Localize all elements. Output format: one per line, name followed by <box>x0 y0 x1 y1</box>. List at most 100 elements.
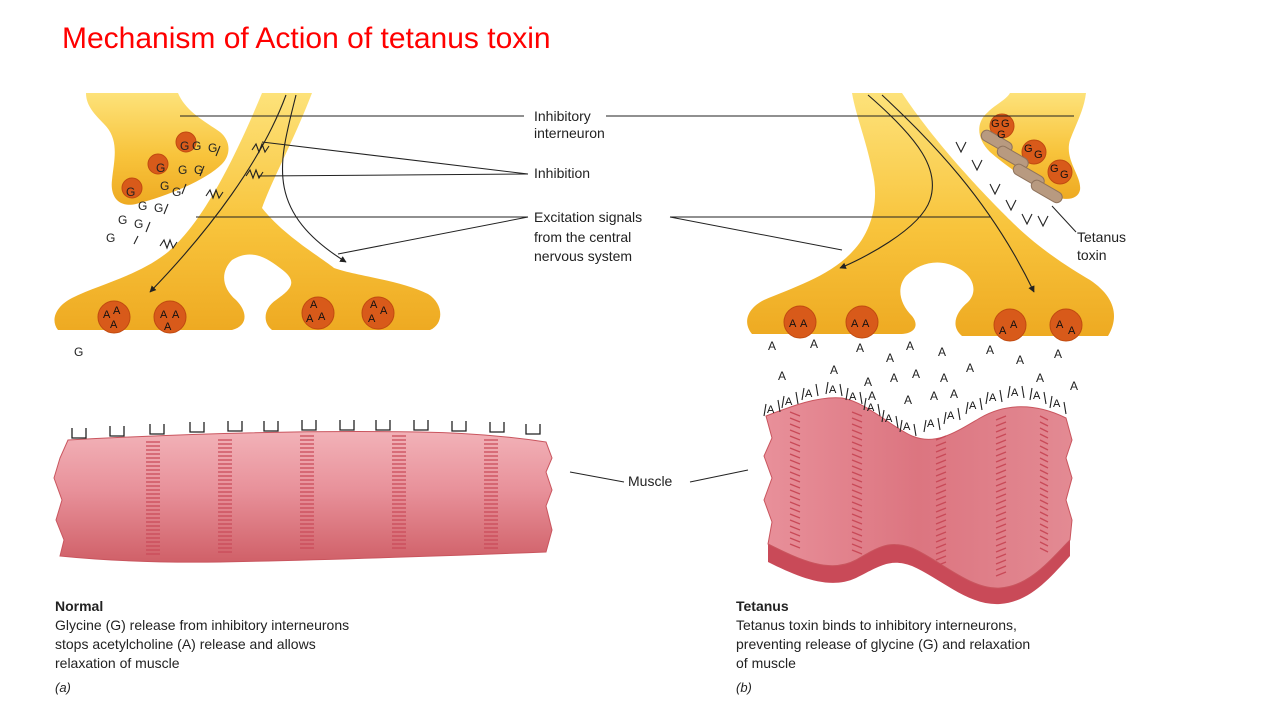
acetylcholine-symbol: A <box>890 371 898 385</box>
caption-a-line2: stops acetylcholine (A) release and allo… <box>55 636 316 652</box>
acetylcholine-symbol: A <box>164 321 172 333</box>
acetylcholine-vesicle <box>361 296 395 330</box>
acetylcholine-symbol: A <box>318 311 326 323</box>
acetylcholine-symbol: A <box>113 305 121 317</box>
caption-a-heading: Normal <box>55 598 103 614</box>
glycine-symbol: G <box>194 163 203 177</box>
glycine-receptor-marks <box>133 145 221 245</box>
acetylcholine-symbol: A <box>1056 319 1064 331</box>
glycine-symbol: G <box>997 129 1006 141</box>
glycine-symbol: G <box>154 201 163 215</box>
label-tetanus-toxin: Tetanus <box>1077 229 1126 245</box>
glycine-symbol: G <box>1034 149 1043 161</box>
glycine-symbol: G <box>160 179 169 193</box>
glycine-vesicle <box>1021 139 1047 165</box>
glycine-symbol: G <box>126 185 135 199</box>
label-inhibition: Inhibition <box>534 165 590 181</box>
acetylcholine-symbol: A <box>160 309 168 321</box>
acetylcholine-vesicle <box>783 305 817 339</box>
acetylcholine-symbol: A <box>310 299 318 311</box>
acetylcholine-vesicle <box>845 305 879 339</box>
tetanus-toxin-molecules <box>980 129 1063 204</box>
acetylcholine-symbol: A <box>864 375 872 389</box>
toxin-rod <box>996 145 1029 170</box>
glycine-symbol: G <box>178 163 187 177</box>
glycine-vesicle <box>1047 159 1073 185</box>
acetylcholine-symbol: A <box>856 341 864 355</box>
caption-b-line3: of muscle <box>736 655 796 671</box>
acetylcholine-symbol: A <box>885 413 893 425</box>
acetylcholine-symbol: A <box>1054 347 1062 361</box>
panel-a-neurons <box>54 93 441 334</box>
acetylcholine-symbol: A <box>789 318 797 330</box>
acetylcholine-symbol: A <box>950 387 958 401</box>
acetylcholine-symbol: A <box>785 396 793 408</box>
acetylcholine-symbol: A <box>1016 353 1024 367</box>
axon-line-a1 <box>149 94 287 293</box>
acetylcholine-symbol: A <box>1033 390 1041 402</box>
axon-line-b2 <box>881 94 1035 293</box>
axon-line-b1 <box>839 94 934 269</box>
slide-title: Mechanism of Action of tetanus toxin <box>62 22 551 55</box>
acetylcholine-symbol: A <box>810 337 818 351</box>
acetylcholine-symbol: A <box>903 421 911 433</box>
acetylcholine-symbol: A <box>927 418 935 430</box>
acetylcholine-vesicle <box>301 296 335 330</box>
muscle-b <box>763 397 1073 605</box>
label-leaders <box>180 115 1077 483</box>
acetylcholine-symbol: A <box>912 367 920 381</box>
glycine-symbol: G <box>180 139 189 153</box>
caption-b-line1: Tetanus toxin binds to inhibitory intern… <box>736 617 1017 633</box>
acetylcholine-labels-b: A A A A A A A A <box>789 318 1076 337</box>
acetylcholine-symbol: A <box>800 318 808 330</box>
label-muscle: Muscle <box>628 473 673 489</box>
acetylcholine-symbol: A <box>886 351 894 365</box>
muscle-receptors-a <box>71 420 541 439</box>
glycine-vesicle <box>147 153 169 175</box>
acetylcholine-symbol: A <box>830 363 838 377</box>
acetylcholine-symbol: A <box>768 339 776 353</box>
caption-b-heading: Tetanus <box>736 598 789 614</box>
motor-neuron-a <box>54 93 441 330</box>
glycine-vesicle <box>175 131 197 153</box>
muscle-striations-a <box>146 435 498 555</box>
glycine-symbol: G <box>172 185 181 199</box>
acetylcholine-symbol: A <box>368 313 376 325</box>
acetylcholine-symbol: A <box>1068 325 1076 337</box>
acetylcholine-symbol: A <box>110 319 118 331</box>
label-excitation-signals-line2: from the central <box>534 229 631 245</box>
acetylcholine-symbol: A <box>778 369 786 383</box>
caption-a-tag: (a) <box>55 680 71 695</box>
glycine-symbol: G <box>74 345 83 359</box>
caption-a-line3: relaxation of muscle <box>55 655 180 671</box>
acetylcholine-symbol: A <box>172 309 180 321</box>
acetylcholine-symbol: A <box>829 384 837 396</box>
acetylcholine-symbol: A <box>370 299 378 311</box>
acetylcholine-symbol: A <box>306 313 314 325</box>
acetylcholine-symbol: A <box>999 325 1007 337</box>
inhibition-mark-a2 <box>245 168 264 180</box>
acetylcholine-symbol: A <box>906 339 914 353</box>
glycine-symbol: G <box>192 139 201 153</box>
inhibition-mark-a1 <box>251 142 270 154</box>
released-acetylcholine-b: A A A A A A A A A A A A A A A A A A A A … <box>768 337 1078 407</box>
glycine-symbol: G <box>138 199 147 213</box>
muscle-fiber-b <box>763 397 1073 589</box>
acetylcholine-symbol: A <box>380 305 388 317</box>
axon-line-a2 <box>281 94 347 263</box>
acetylcholine-symbol: A <box>989 392 997 404</box>
label-excitation-signals: Excitation signals <box>534 209 642 225</box>
acetylcholine-labels-a: A A A A A A A A A A A A <box>103 299 388 333</box>
acetylcholine-symbol: A <box>1010 319 1018 331</box>
acetylcholine-symbol: A <box>986 343 994 357</box>
acetylcholine-symbol: A <box>868 389 876 403</box>
receptor-brackets <box>763 381 1067 437</box>
caption-b-line2: preventing release of glycine (G) and re… <box>736 636 1030 652</box>
glycine-symbol: G <box>1050 163 1059 175</box>
label-inhibitory-interneuron: Inhibitory <box>534 108 591 124</box>
acetylcholine-symbol: A <box>947 410 955 422</box>
caption-a: Normal Glycine (G) release from inhibito… <box>55 598 349 695</box>
glycine-molecules-b: G G G G G G G <box>955 118 1069 228</box>
acetylcholine-symbol: A <box>966 361 974 375</box>
label-excitation-signals-line3: nervous system <box>534 248 632 264</box>
